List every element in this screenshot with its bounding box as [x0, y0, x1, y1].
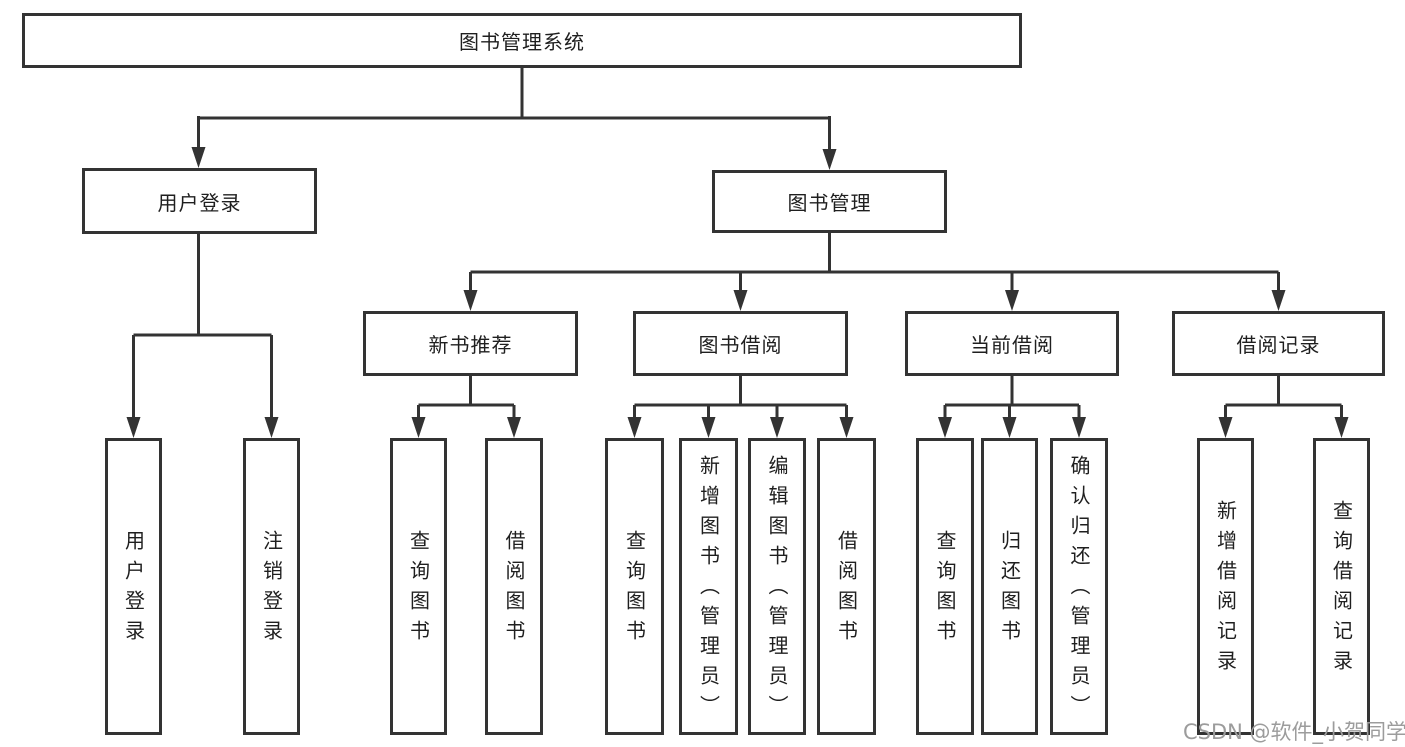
leaf-add-borrow-record: 新增借阅记录	[1197, 438, 1254, 735]
leaf-query-books-recommend: 查询图书	[390, 438, 447, 735]
node-library-system: 图书管理系统	[22, 13, 1022, 68]
leaf-add-books-admin: 新增图书（管理员）	[679, 438, 738, 735]
node-book-management: 图书管理	[712, 170, 947, 233]
leaf-confirm-return-admin: 确认归还（管理员）	[1050, 438, 1108, 735]
leaf-borrow-books-recommend: 借阅图书	[485, 438, 543, 735]
node-borrowing-records: 借阅记录	[1172, 311, 1385, 376]
leaf-edit-books-admin: 编辑图书（管理员）	[748, 438, 806, 735]
node-user-login: 用户登录	[82, 168, 317, 234]
leaf-return-books: 归还图书	[981, 438, 1038, 735]
leaf-query-books-current: 查询图书	[916, 438, 974, 735]
node-current-borrowing: 当前借阅	[905, 311, 1119, 376]
csdn-watermark: CSDN @软件_小贺同学	[1183, 720, 1405, 744]
arrowheads	[126, 147, 1349, 438]
leaf-logout-login: 注销登录	[243, 438, 300, 735]
leaf-query-books-borrowing: 查询图书	[605, 438, 664, 735]
node-new-book-recommendation: 新书推荐	[363, 311, 578, 376]
leaf-borrow-books-borrowing: 借阅图书	[817, 438, 876, 735]
leaf-query-borrow-record: 查询借阅记录	[1313, 438, 1370, 735]
leaf-user-login: 用户登录	[105, 438, 162, 735]
node-book-borrowing: 图书借阅	[633, 311, 848, 376]
